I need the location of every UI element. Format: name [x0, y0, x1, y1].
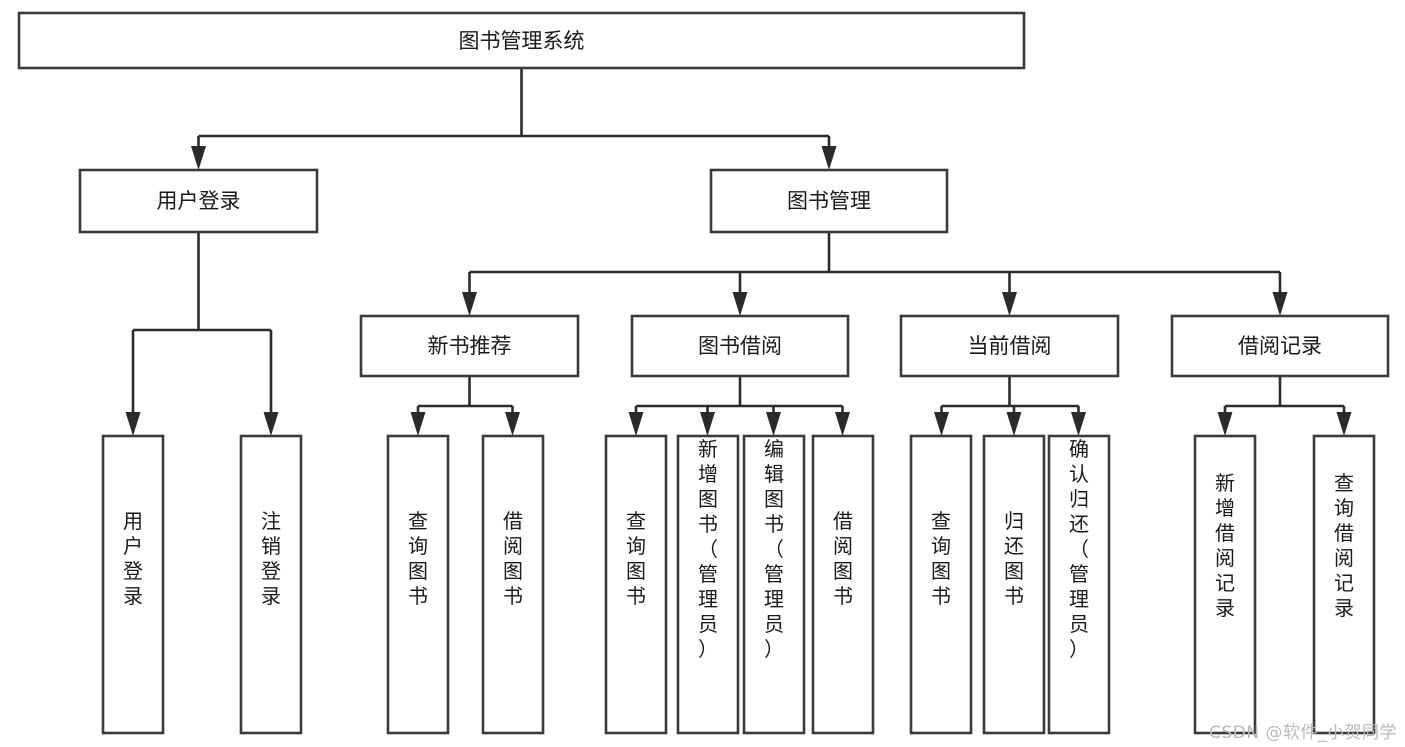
node-leaf-user-login[interactable]: 用户登录 [101, 434, 165, 735]
node-borrow-record[interactable]: 借阅记录 [1170, 314, 1390, 378]
node-root-label: 图书管理系统 [459, 29, 585, 53]
node-leaf-confirm-return[interactable]: 确认归还（管理员） [1047, 434, 1111, 735]
node-leaf-query-book-1-box[interactable] [386, 434, 450, 735]
arrow-head-leaf-edit-book [766, 412, 781, 436]
node-leaf-add-book-box[interactable] [676, 434, 740, 735]
node-current-borrow-box[interactable] [899, 314, 1120, 378]
node-user-login[interactable]: 用户登录 [78, 168, 319, 234]
arrow-head-leaf-add-book [700, 412, 715, 436]
node-leaf-query-book-3[interactable]: 查询图书 [909, 434, 973, 735]
node-leaf-borrow-book-2-box[interactable] [811, 434, 875, 735]
node-book-manage[interactable]: 图书管理 [709, 168, 949, 234]
arrow-head-current-borrow [1002, 292, 1017, 316]
node-leaf-confirm-return-label: 确认归还（管理员） [1069, 437, 1089, 661]
arrow-head-leaf-query-book-2 [628, 412, 644, 436]
node-book-borrow-box[interactable] [630, 314, 850, 378]
node-leaf-query-record-label: 查询借阅记录 [1334, 471, 1354, 620]
node-leaf-borrow-book-1-box[interactable] [481, 434, 545, 735]
arrow-head-bookmanage [821, 146, 837, 170]
arrow-head-leaf-logout-login [263, 412, 279, 436]
node-leaf-borrow-book-1[interactable]: 借阅图书 [481, 434, 545, 735]
node-book-borrow-label: 图书借阅 [698, 334, 782, 358]
node-leaf-borrow-book-2[interactable]: 借阅图书 [811, 434, 875, 735]
node-leaf-confirm-return-box[interactable] [1047, 434, 1111, 735]
arrow-head-leaf-user-login [125, 412, 141, 436]
node-leaf-edit-book[interactable]: 编辑图书（管理员） [742, 434, 806, 735]
node-leaf-borrow-book-2-label: 借阅图书 [833, 509, 853, 608]
arrow-head-leaf-confirm-return [1071, 412, 1086, 436]
node-new-book-recommend-label: 新书推荐 [428, 334, 512, 358]
arrow-head-leaf-borrow-book-1 [505, 412, 520, 436]
node-leaf-add-record-box[interactable] [1193, 434, 1257, 735]
arrow-head-borrow-record [1272, 292, 1288, 316]
arrow-head-new-book-recommend [462, 292, 477, 316]
node-leaf-query-record-box[interactable] [1312, 434, 1376, 735]
node-leaf-query-record[interactable]: 查询借阅记录 [1312, 434, 1376, 735]
node-leaf-logout-login[interactable]: 注销登录 [239, 434, 303, 735]
node-borrow-record-label: 借阅记录 [1238, 334, 1322, 358]
arrow-head-leaf-return-book [1006, 412, 1022, 436]
node-leaf-query-book-3-box[interactable] [909, 434, 973, 735]
arrow-head-book-borrow [732, 292, 748, 316]
node-leaf-add-book-label: 新增图书（管理员） [698, 437, 718, 661]
arrow-head-leaf-query-book-3 [934, 412, 949, 436]
node-leaf-add-record[interactable]: 新增借阅记录 [1193, 434, 1257, 735]
node-current-borrow[interactable]: 当前借阅 [899, 314, 1120, 378]
node-leaf-user-login-box[interactable] [101, 434, 165, 735]
node-root[interactable]: 图书管理系统 [17, 11, 1026, 70]
node-leaf-return-book[interactable]: 归还图书 [982, 434, 1046, 735]
node-root-box[interactable] [17, 11, 1026, 70]
node-leaf-return-book-label: 归还图书 [1004, 509, 1024, 608]
node-book-manage-label: 图书管理 [787, 189, 871, 213]
node-leaf-edit-book-box[interactable] [742, 434, 806, 735]
node-leaf-add-record-label: 新增借阅记录 [1215, 471, 1235, 620]
node-user-login-box[interactable] [78, 168, 319, 234]
node-borrow-record-box[interactable] [1170, 314, 1390, 378]
arrow-head-leaf-query-book-1 [410, 412, 426, 436]
node-leaf-query-book-2[interactable]: 查询图书 [604, 434, 668, 735]
node-new-book-recommend-box[interactable] [359, 314, 580, 378]
node-new-book-recommend[interactable]: 新书推荐 [359, 314, 580, 378]
node-leaf-logout-login-box[interactable] [239, 434, 303, 735]
arrow-head-leaf-query-record [1336, 412, 1352, 436]
node-leaf-logout-login-label: 注销登录 [261, 509, 281, 608]
arrow-head-leaf-borrow-book-2 [835, 412, 850, 436]
node-leaf-query-book-1-label: 查询图书 [408, 509, 428, 608]
arrow-head-userlogin [191, 146, 206, 170]
node-leaf-query-book-2-box[interactable] [604, 434, 668, 735]
node-current-borrow-label: 当前借阅 [968, 334, 1052, 358]
connector-group [125, 68, 1352, 436]
node-book-manage-box[interactable] [709, 168, 949, 234]
arrow-head-leaf-add-record [1217, 412, 1233, 436]
node-leaf-user-login-label: 用户登录 [123, 509, 143, 608]
node-leaf-borrow-book-1-label: 借阅图书 [503, 509, 523, 608]
node-leaf-add-book[interactable]: 新增图书（管理员） [676, 434, 740, 735]
node-leaf-query-book-3-label: 查询图书 [931, 509, 951, 608]
node-leaf-edit-book-label: 编辑图书（管理员） [764, 437, 784, 661]
node-leaf-query-book-2-label: 查询图书 [626, 509, 646, 608]
watermark-text: CSDN @软件_小贺同学 [1209, 723, 1397, 743]
node-leaf-query-book-1[interactable]: 查询图书 [386, 434, 450, 735]
node-leaf-return-book-box[interactable] [982, 434, 1046, 735]
node-book-borrow[interactable]: 图书借阅 [630, 314, 850, 378]
node-user-login-label: 用户登录 [157, 189, 241, 213]
